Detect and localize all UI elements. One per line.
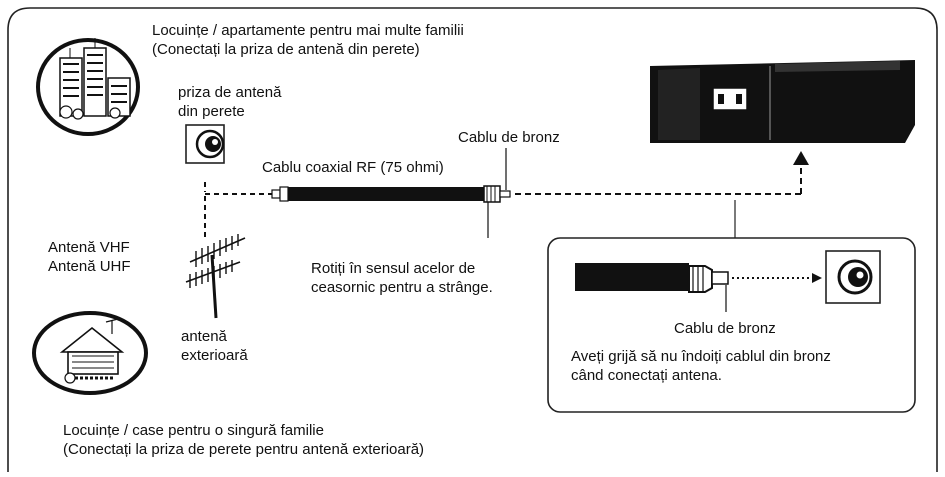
wall-socket-label-line1: priza de antenă [178, 84, 282, 101]
house-icon [32, 311, 148, 395]
rotate-note-line2: ceasornic pentru a strânge. [311, 279, 493, 296]
wall-socket-label-line2: din perete [178, 103, 245, 120]
apartments-caption: Locuințe / apartamente pentru mai multe … [152, 21, 464, 59]
antenna-type-labels: Antenă VHF Antenă UHF [48, 238, 131, 276]
bronze-cable-label-top: Cablu de bronz [458, 129, 560, 146]
house-caption: Locuințe / case pentru o singură familie… [63, 421, 424, 459]
house-subtitle: (Conectați la priza de perete pentru ant… [63, 441, 425, 458]
house-title: Locuințe / case pentru o singură familie [63, 422, 324, 439]
inset-box [547, 237, 916, 413]
vhf-antenna-label: Antenă VHF [48, 239, 130, 256]
wall-socket-icon [185, 124, 225, 164]
socket-dashed-connector [204, 182, 272, 240]
coax-cable-label: Cablu coaxial RF (75 ohmi) [262, 159, 444, 176]
outdoor-antenna-label: antenă exterioară [181, 327, 248, 365]
apartments-title: Locuințe / apartamente pentru mai multe … [152, 22, 464, 39]
outdoor-antenna-line1: antenă [181, 328, 227, 345]
outdoor-antenna-line2: exterioară [181, 347, 248, 364]
inset-bronze-cable-label: Cablu de bronz [674, 320, 776, 337]
tv-rear-icon [650, 60, 915, 143]
rotate-clockwise-note: Rotiți în sensul acelor de ceasornic pen… [311, 259, 493, 297]
rotate-note-line1: Rotiți în sensul acelor de [311, 260, 476, 277]
apartment-building-icon [36, 38, 140, 136]
inset-warning-note: Aveți grijă să nu îndoiți cablul din bro… [571, 347, 831, 385]
apartments-subtitle: (Conectați la priza de antenă din perete… [152, 41, 420, 58]
outer-frame [7, 7, 938, 472]
rf-coaxial-cable [271, 185, 511, 203]
outdoor-antenna-icon [185, 234, 246, 319]
wall-socket-label: priza de antenă din perete [178, 83, 281, 121]
uhf-antenna-label: Antenă UHF [48, 258, 131, 275]
inset-warning-line2: când conectați antena. [571, 367, 722, 384]
inset-warning-line1: Aveți grijă să nu îndoiți cablul din bro… [571, 348, 831, 365]
cable-to-tv-dashed-arrow [515, 151, 809, 195]
